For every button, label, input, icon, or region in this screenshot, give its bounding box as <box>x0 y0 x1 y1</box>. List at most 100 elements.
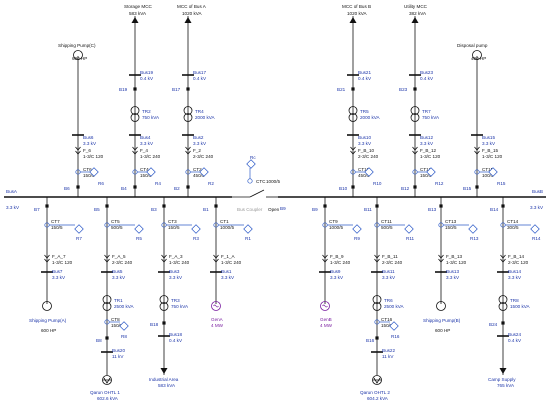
transformer-icon <box>498 302 508 311</box>
ct-ratio: 150/5 <box>140 173 152 178</box>
current-transformer-icon <box>500 222 506 228</box>
ct-label: CT1 <box>220 219 229 224</box>
cable-spec: 1-3/C 120 <box>420 154 441 159</box>
cable-label: F_B_9 <box>330 254 344 259</box>
breaker-icon[interactable] <box>375 336 379 340</box>
load-rating: 600 HP <box>41 328 56 333</box>
transformer-label: TR6 <box>384 298 393 303</box>
load-name: Qarun OHTL 1 <box>90 390 120 395</box>
feeder-bus-kv: 3.3 kV <box>193 141 207 146</box>
breaker-icon[interactable] <box>76 185 80 189</box>
lv-bus-kv: 0.4 kV <box>420 76 434 81</box>
cable-icon <box>185 150 191 155</box>
breaker-icon[interactable] <box>475 185 479 189</box>
breaker-label: B8 <box>96 338 102 343</box>
lv-bus-label: Bus19 <box>140 70 153 75</box>
breaker-icon[interactable] <box>105 204 109 208</box>
breaker-icon[interactable] <box>351 185 355 189</box>
protection-relay-icon[interactable] <box>199 167 209 177</box>
protection-relay-icon[interactable] <box>364 167 374 177</box>
current-transformer-icon <box>412 169 418 175</box>
breaker-icon[interactable] <box>105 336 109 340</box>
breaker-icon[interactable] <box>162 321 166 325</box>
protection-relay-icon[interactable] <box>243 224 253 234</box>
transformer-rating: 750 kVA <box>422 115 440 120</box>
cable-icon <box>75 150 81 155</box>
relay-label: R14 <box>532 236 541 241</box>
lumped-load-icon <box>349 17 357 23</box>
breaker-icon[interactable] <box>501 321 505 325</box>
cable-icon <box>412 146 418 151</box>
protection-relay-icon[interactable] <box>389 321 399 331</box>
protection-relay-icon[interactable] <box>134 224 144 234</box>
protection-relay-icon[interactable] <box>146 167 156 177</box>
breaker-icon[interactable] <box>133 185 137 189</box>
relay-label: R5 <box>136 236 142 241</box>
protection-relay-icon[interactable] <box>89 167 99 177</box>
cable-spec: 1-3/C 240 <box>330 260 351 265</box>
protection-relay-icon[interactable] <box>191 224 201 234</box>
breaker-icon[interactable] <box>323 204 327 208</box>
transformer-icon <box>159 295 169 304</box>
breaker-icon[interactable] <box>133 87 137 91</box>
bus-coupler[interactable]: CTC 1000/5 Rc Bus Coupler Open B9 <box>232 155 286 212</box>
cable-spec: 2-3/C 240 <box>193 154 214 159</box>
protection-relay-icon[interactable] <box>352 224 362 234</box>
breaker-icon[interactable] <box>45 204 49 208</box>
feeder-bus-label: Bus12 <box>420 135 433 140</box>
cable-label: F_A_7 <box>52 254 66 259</box>
breaker-icon[interactable] <box>162 204 166 208</box>
ct-label: CT8 <box>111 317 120 322</box>
feeder-bus-label: Bus11 <box>382 269 395 274</box>
cable-spec: 2-3/C 240 <box>382 260 403 265</box>
relay-label: R9 <box>354 236 360 241</box>
protection-relay-icon[interactable] <box>119 321 129 331</box>
breaker-icon[interactable] <box>439 204 443 208</box>
breaker-icon[interactable] <box>413 87 417 91</box>
breaker-icon[interactable] <box>413 185 417 189</box>
generator-icon <box>211 301 221 311</box>
protection-relay-icon[interactable] <box>404 224 414 234</box>
breaker-icon[interactable] <box>214 204 218 208</box>
coupler-relay-label: Rc <box>250 155 256 160</box>
protection-relay-icon[interactable] <box>74 224 84 234</box>
ct-ratio: 150/5 <box>381 323 393 328</box>
transformer-icon <box>410 113 420 122</box>
cable-spec: 1-3/C 120 <box>482 154 503 159</box>
protection-relay-icon[interactable] <box>468 224 478 234</box>
protection-relay-icon[interactable] <box>426 167 436 177</box>
feeder-bus-kv: 3.3 kV <box>52 275 66 280</box>
protection-relay-icon[interactable] <box>530 224 540 234</box>
breaker-icon[interactable] <box>501 204 505 208</box>
ct-label: CT2 <box>193 167 202 172</box>
protection-relay-icon[interactable] <box>488 167 498 177</box>
breaker-icon[interactable] <box>375 204 379 208</box>
lv-breaker-label: B23 <box>399 87 408 92</box>
transformer-icon <box>348 106 358 115</box>
breaker-icon[interactable] <box>186 87 190 91</box>
breaker-icon[interactable] <box>351 87 355 91</box>
breaker-icon[interactable] <box>186 185 190 189</box>
load-rating: 604.2 kVA <box>367 396 389 401</box>
relay-label: R15 <box>497 181 506 186</box>
relay-label: R3 <box>193 236 199 241</box>
feeder-bus-label: Bus24 <box>508 332 521 337</box>
utility-grid-icon <box>372 375 382 385</box>
cable-spec: 1-3/C 240 <box>169 260 190 265</box>
ct-label: CT12 <box>420 167 432 172</box>
load-rating: 1020 kVA <box>182 11 203 16</box>
